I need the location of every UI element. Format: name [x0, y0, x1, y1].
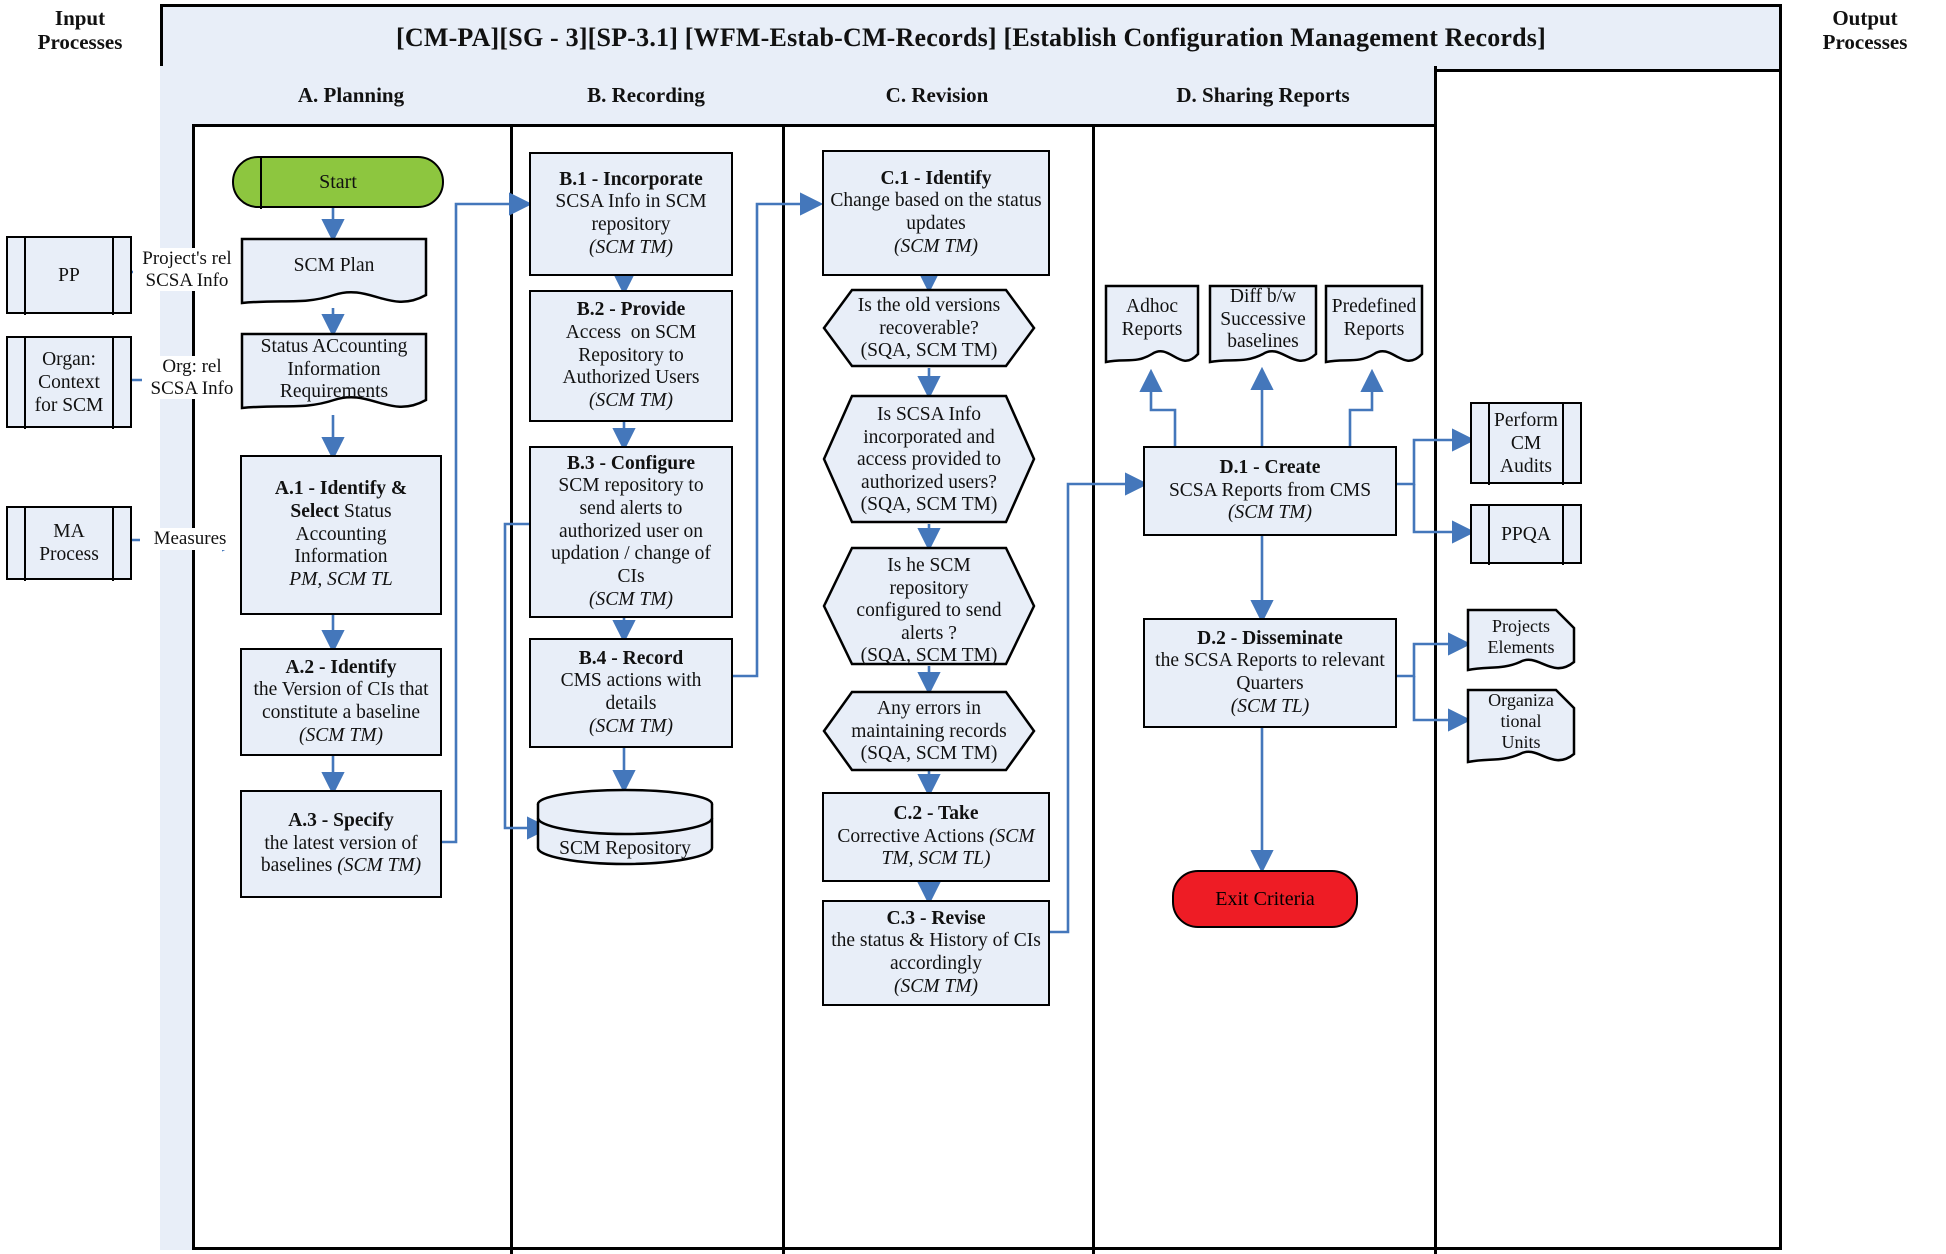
input-process-pp[interactable]: PP	[6, 235, 132, 315]
page-title: [CM-PA][SG - 3][SP-3.1] [WFM-Estab-CM-Re…	[396, 23, 1546, 52]
exit-criteria-terminator[interactable]: Exit Criteria	[1172, 870, 1358, 928]
edge-label-measures: Measures	[140, 528, 240, 550]
column-header-d: D. Sharing Reports	[1092, 66, 1437, 127]
column-header-b: B. Recording	[510, 66, 785, 127]
database-scm-repository[interactable]: SCM Repository	[534, 788, 716, 866]
column-header-c: C. Revision	[782, 66, 1095, 127]
start-terminator[interactable]: Start	[232, 155, 444, 209]
diagram-title-bar: [CM-PA][SG - 3][SP-3.1] [WFM-Estab-CM-Re…	[160, 4, 1782, 72]
left-lane-strip	[160, 66, 195, 1250]
column-header-a: A. Planning	[192, 66, 513, 127]
output-process-ppqa[interactable]: PPQA	[1470, 503, 1582, 565]
document-scm-plan: SCM Plan	[240, 237, 428, 309]
input-processes-header: Input Processes	[37, 6, 123, 55]
output-processes-header: Output Processes	[1822, 6, 1908, 55]
column-body-b	[510, 124, 785, 1254]
